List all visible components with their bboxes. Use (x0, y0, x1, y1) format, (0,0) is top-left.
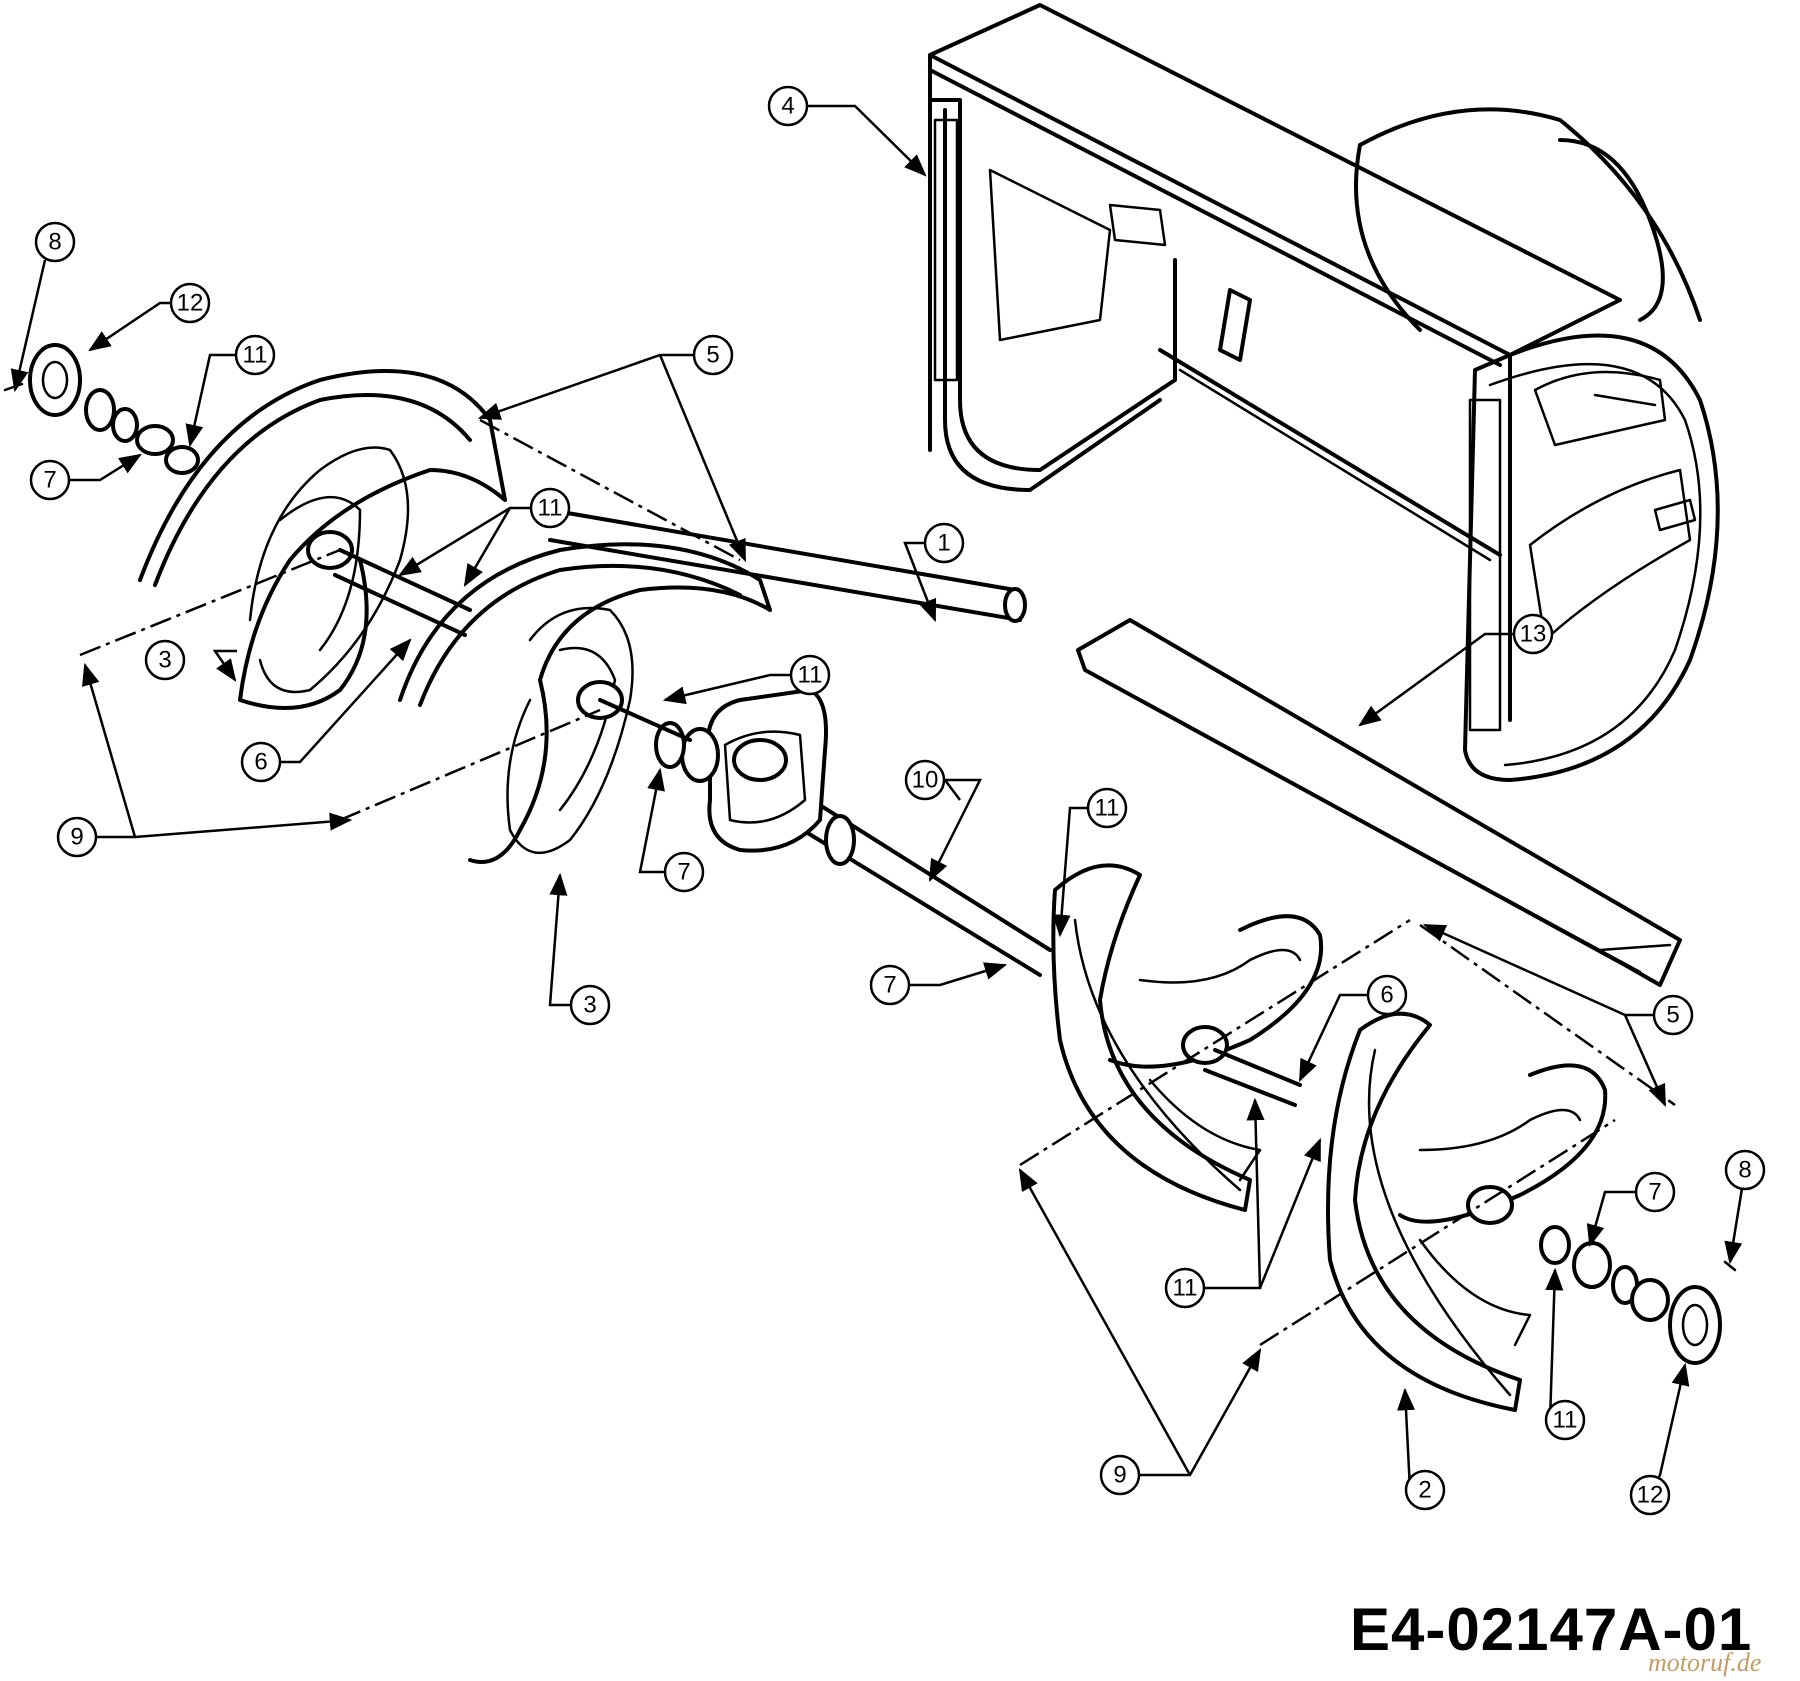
callout-item-6: 6 (1366, 974, 1408, 1016)
svg-text:3: 3 (583, 992, 596, 1019)
svg-text:5: 5 (706, 342, 719, 369)
svg-text:6: 6 (1380, 982, 1393, 1009)
svg-text:10: 10 (912, 767, 939, 794)
svg-text:5: 5 (1666, 1002, 1679, 1029)
svg-text:11: 11 (1553, 1407, 1578, 1434)
callout-item-11: 11 (1544, 1399, 1586, 1441)
auger-housing (928, 3, 1720, 782)
callout-item-12: 12 (169, 282, 211, 324)
callout-item-10: 10 (904, 759, 946, 801)
svg-text:6: 6 (254, 749, 267, 776)
svg-text:7: 7 (883, 972, 896, 999)
svg-text:3: 3 (158, 647, 171, 674)
svg-text:7: 7 (43, 467, 56, 494)
auger-right-inner (1051, 863, 1324, 1212)
svg-text:8: 8 (48, 229, 61, 256)
callout-item-1: 1 (923, 522, 965, 564)
svg-text:2: 2 (1418, 1477, 1431, 1504)
callout-item-7: 7 (869, 964, 911, 1006)
leader-lines (10, 104, 1747, 1496)
callout-item-3: 3 (144, 639, 186, 681)
callout-item-8: 8 (1724, 1149, 1766, 1191)
auger-left-inner (398, 542, 772, 864)
callout-item-9: 9 (56, 816, 98, 858)
svg-text:9: 9 (70, 824, 83, 851)
svg-text:13: 13 (1520, 621, 1547, 648)
bearing-assembly-left (3, 343, 200, 475)
callout-item-8: 8 (34, 221, 76, 263)
callout-item-11: 11 (1164, 1267, 1206, 1309)
svg-text:11: 11 (538, 495, 563, 522)
auger-left-outer (138, 369, 507, 710)
svg-text:9: 9 (1113, 1462, 1126, 1489)
bearing-assembly-right (1539, 1225, 1737, 1365)
callout-item-11: 11 (1086, 787, 1128, 829)
svg-text:12: 12 (177, 290, 204, 317)
callout-item-7: 7 (663, 851, 705, 893)
svg-text:11: 11 (798, 662, 823, 689)
callout-item-6: 6 (240, 741, 282, 783)
callout-item-3: 3 (569, 984, 611, 1026)
svg-text:11: 11 (243, 342, 268, 369)
callout-item-11: 11 (789, 654, 831, 696)
callout-item-11: 11 (234, 334, 276, 376)
svg-text:7: 7 (1648, 1179, 1661, 1206)
callout-item-12: 12 (1629, 1474, 1671, 1516)
auger-right-outer (1326, 1011, 1608, 1412)
callout-item-4: 4 (767, 85, 809, 127)
auger-shaft (548, 508, 1052, 977)
drawing-code: E4-02147A-01 (1350, 1596, 1753, 1663)
gearbox (654, 688, 828, 853)
callout-item-5: 5 (1652, 994, 1694, 1036)
callout-item-9: 9 (1099, 1454, 1141, 1496)
watermark-logo: motoruf.de (1648, 1648, 1762, 1677)
callout-item-11: 11 (529, 487, 571, 529)
shear-bolt-lines (79, 418, 1676, 1347)
scraper-bar (1076, 618, 1682, 987)
callout-item-2: 2 (1404, 1469, 1446, 1511)
callout-item-7: 7 (1634, 1171, 1676, 1213)
svg-text:7: 7 (677, 859, 690, 886)
callout-item-7: 7 (29, 459, 71, 501)
svg-text:8: 8 (1738, 1157, 1751, 1184)
svg-text:11: 11 (1173, 1275, 1198, 1302)
callout-item-13: 13 (1512, 613, 1554, 655)
svg-text:11: 11 (1095, 795, 1120, 822)
svg-text:4: 4 (781, 93, 794, 120)
svg-text:12: 12 (1637, 1482, 1664, 1509)
svg-text:1: 1 (937, 530, 950, 557)
callout-item-5: 5 (692, 334, 734, 376)
